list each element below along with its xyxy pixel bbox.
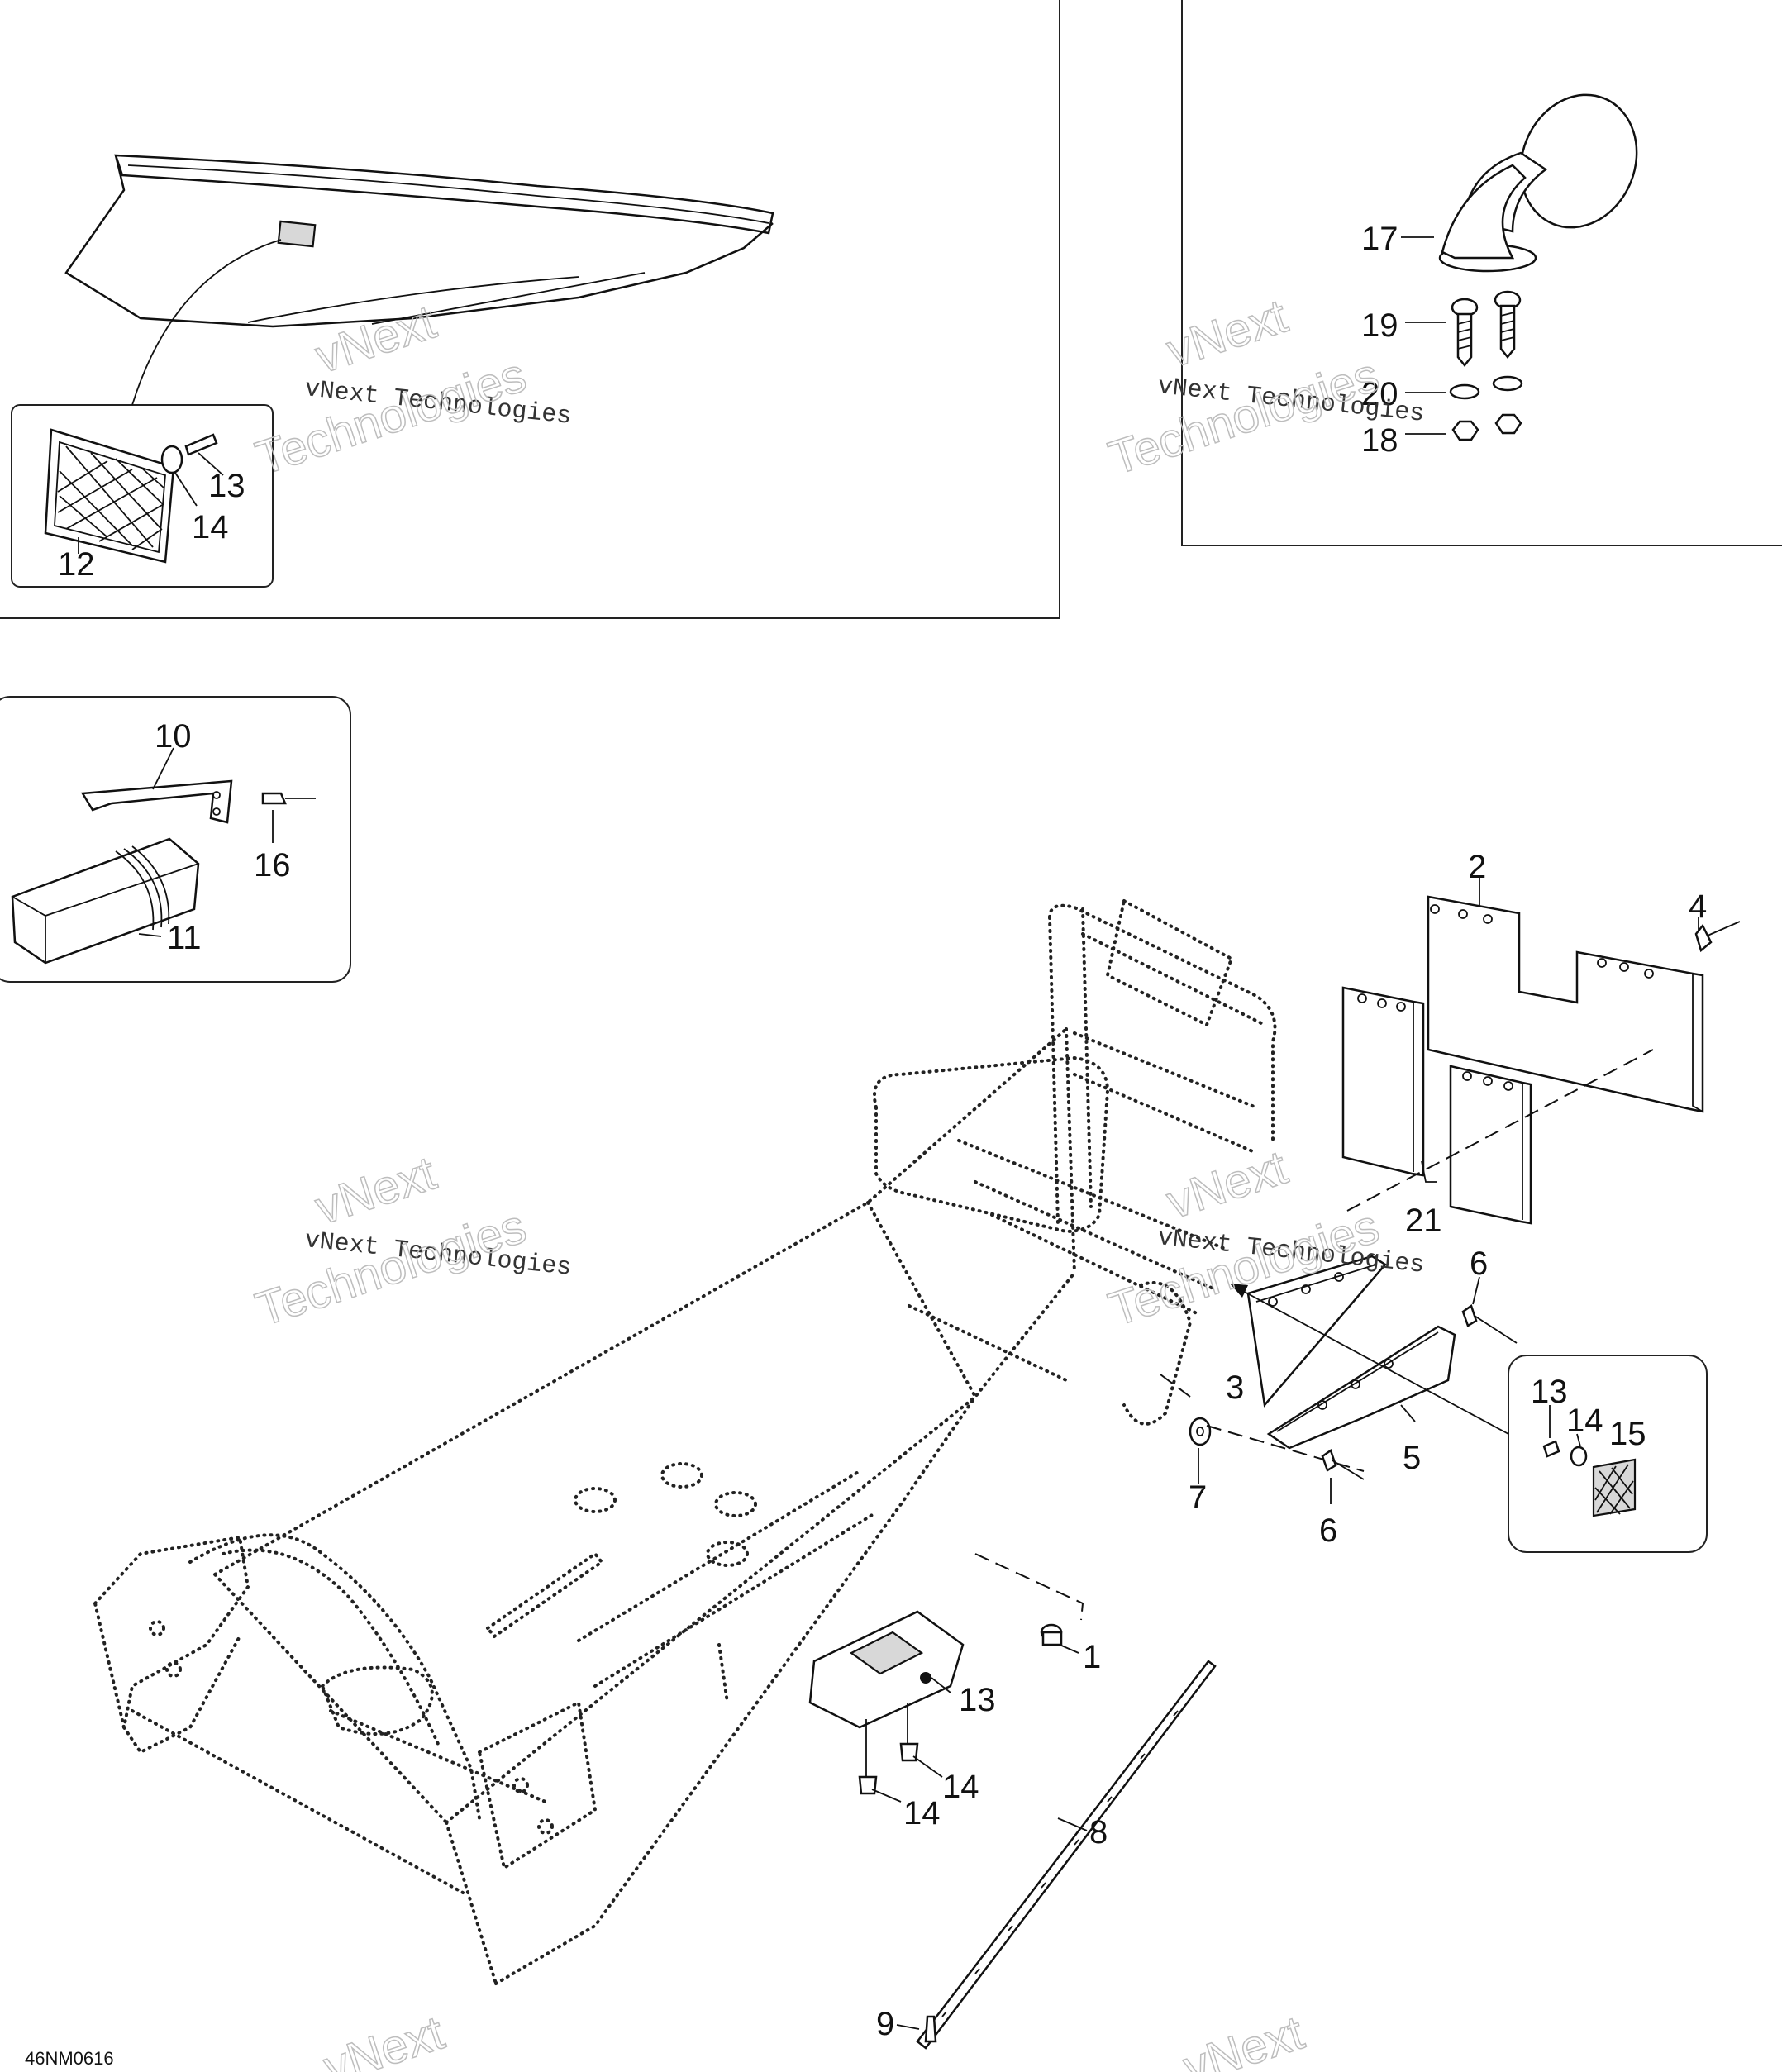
hood-reflector-spot: [277, 220, 317, 248]
dashed-leader-flap: [1346, 1049, 1654, 1212]
plug-1: [974, 1553, 1084, 1654]
callout-21: 21: [1405, 1203, 1442, 1239]
callout-4: 4: [1689, 888, 1707, 925]
mirror-17: [1401, 93, 1638, 273]
arrowhead: [1230, 1284, 1248, 1298]
callout-6-top: 6: [1470, 1246, 1488, 1282]
callout-13-hood: 13: [208, 468, 245, 504]
callout-5: 5: [1403, 1440, 1421, 1476]
flap-holders-3-5: [1246, 1255, 1456, 1450]
svg-text:vNext: vNext: [1160, 1141, 1294, 1230]
chassis-tunnel: [213, 1027, 1076, 1985]
callout-17: 17: [1361, 221, 1398, 257]
callout-3: 3: [1226, 1369, 1244, 1406]
callout-15: 15: [1609, 1416, 1646, 1452]
washer-icon: [160, 445, 183, 474]
svg-text:vNext: vNext: [309, 295, 442, 384]
mud-flap-2: [1427, 876, 1704, 1113]
rear-rack: [873, 898, 1277, 1426]
rivet-16: [261, 792, 316, 843]
washer-7: [1189, 1417, 1212, 1484]
reflector-12: [44, 428, 224, 564]
callout-1: 1: [1083, 1639, 1101, 1675]
svg-text:vNext: vNext: [1177, 2006, 1310, 2072]
mirror-hardware: [1405, 290, 1523, 441]
callout-11: 11: [167, 920, 202, 956]
nut-icon: [1494, 413, 1522, 435]
leader-curve: [131, 239, 282, 406]
callout-14-hood: 14: [192, 509, 229, 545]
callout-7: 7: [1189, 1479, 1207, 1516]
callout-12: 12: [58, 546, 95, 583]
callout-13-cover: 13: [959, 1682, 996, 1718]
inset-box-rear-reflector: [1508, 1355, 1708, 1553]
hood: [64, 154, 774, 406]
callout-19: 19: [1361, 307, 1398, 344]
svg-text:vNext: vNext: [309, 1146, 442, 1236]
screws-14: [858, 1703, 943, 1803]
flap-extensions-21: [1341, 986, 1532, 1225]
callout-16: 16: [254, 847, 291, 884]
diagram-code: 46NM0616: [25, 2048, 114, 2069]
callout-8: 8: [1089, 1814, 1108, 1851]
nut-icon: [1451, 420, 1479, 441]
watermark-mid-left: vNext Technologies vNext Technologies: [249, 1146, 573, 1337]
screw-icon: [184, 433, 218, 456]
svg-text:vNext: vNext: [1160, 289, 1294, 379]
rear-reflector-15: [1542, 1405, 1637, 1517]
front-frame: [93, 1533, 598, 1894]
callout-6-bottom: 6: [1319, 1512, 1337, 1549]
washer-icon: [1492, 375, 1523, 392]
callout-14-rear: 14: [1566, 1403, 1603, 1439]
svg-text:vNext: vNext: [317, 2006, 450, 2072]
washer-icon: [1449, 383, 1480, 400]
callout-20: 20: [1361, 376, 1398, 412]
cargo-bag-11: [11, 837, 200, 965]
callout-9: 9: [876, 2006, 894, 2042]
watermark-bottom: vNext vNext: [317, 2005, 1311, 2072]
panel-frame-top-right: [1181, 0, 1782, 546]
bracket-10: [80, 747, 233, 824]
inset-box-cargo-bag: [0, 696, 351, 983]
callout-2: 2: [1468, 849, 1486, 885]
cover-plate-13: [808, 1610, 965, 1729]
watermark-top-left: vNext Technologies vNext Technologies: [249, 294, 573, 486]
arrow-leader: [1239, 1288, 1509, 1435]
callout-10: 10: [155, 718, 192, 755]
slide-rail-8: [916, 1660, 1217, 2050]
rivet-4: [1694, 917, 1741, 953]
callout-18: 18: [1361, 422, 1398, 459]
callout-14-upper: 14: [942, 1769, 979, 1805]
rivets-6: [1321, 1276, 1518, 1504]
callout-14-lower: 14: [903, 1795, 941, 1831]
panel-frame-top-left: [0, 0, 1060, 619]
inset-box-reflector: [11, 404, 274, 588]
rivet-9: [896, 2015, 937, 2043]
callout-13-rear: 13: [1531, 1374, 1568, 1410]
